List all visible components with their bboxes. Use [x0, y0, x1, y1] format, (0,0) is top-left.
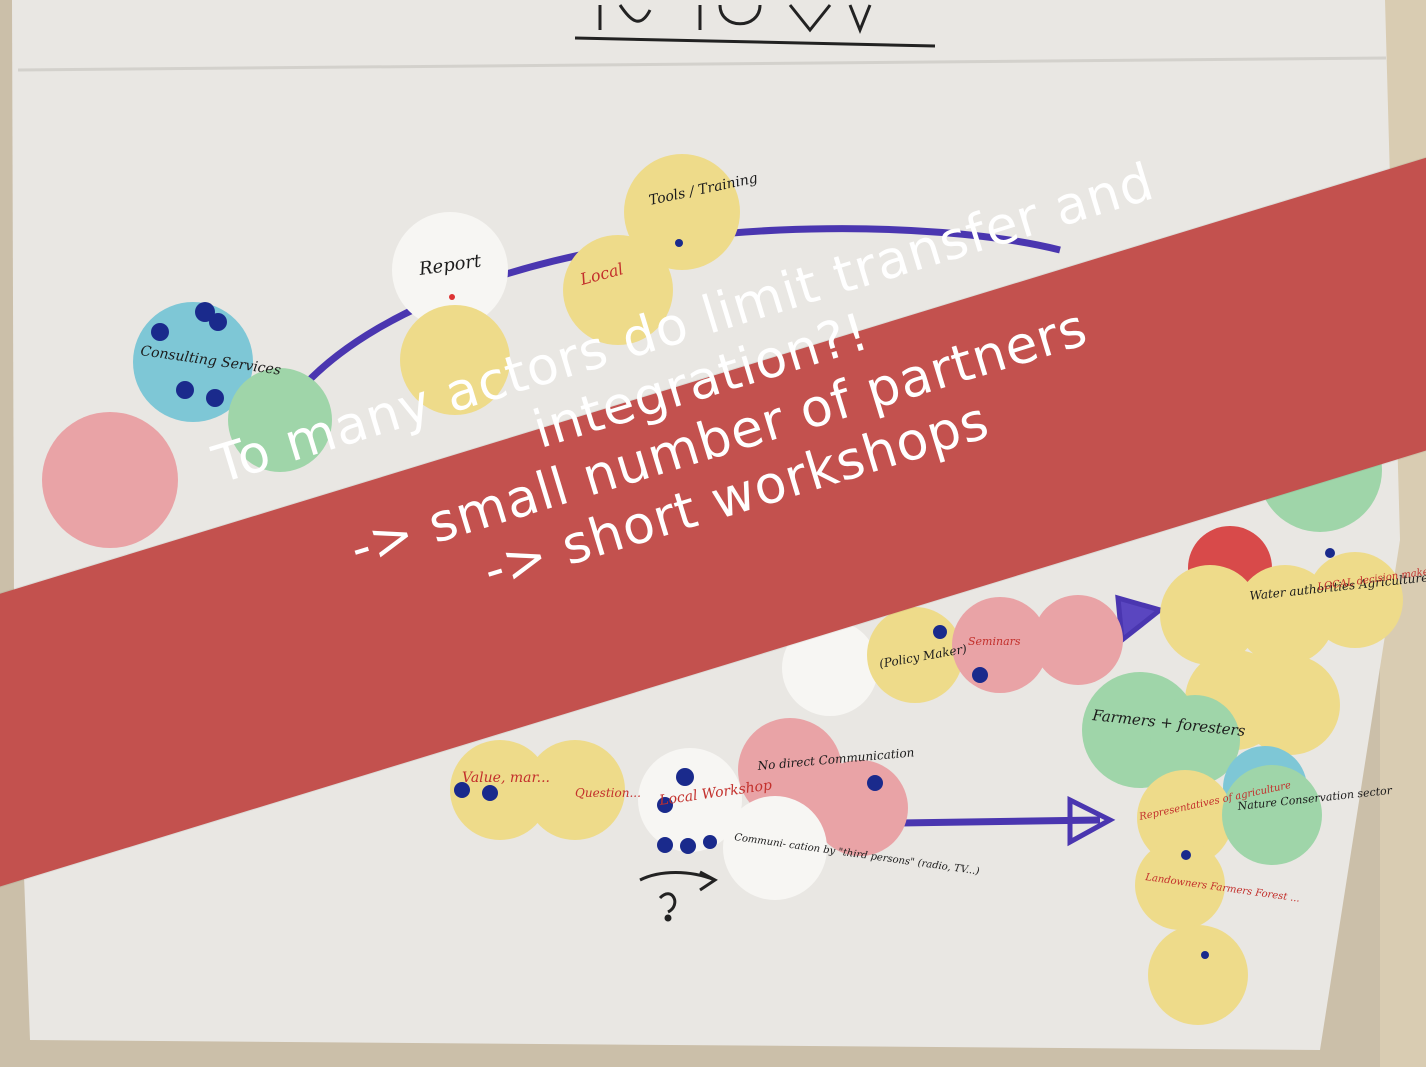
pins-middle	[933, 625, 988, 683]
pin-red	[449, 294, 455, 300]
pins-bottom	[454, 768, 883, 854]
disc-pink-bottom	[812, 760, 908, 856]
disc-re	[400, 305, 510, 415]
pin-blue-tools	[675, 239, 683, 247]
paper-fold	[17, 56, 1387, 72]
disc-communication	[723, 796, 827, 900]
disc-report	[392, 212, 508, 328]
label-value: Value, mar...	[462, 770, 550, 786]
hand-drawn-symbol	[639, 870, 718, 922]
disc-landowners	[1135, 840, 1225, 930]
disc-question	[525, 740, 625, 840]
header-scribble	[574, 4, 936, 48]
pins-right	[1181, 548, 1335, 959]
disc-yellow-right-b	[1240, 655, 1340, 755]
disc-bottom-right	[1148, 925, 1248, 1025]
disc-green-left	[228, 368, 332, 472]
disc-local	[563, 235, 673, 345]
disc-pink-left	[42, 412, 178, 548]
disc-green-right-b	[1150, 695, 1240, 785]
label-question: Question...	[575, 786, 641, 800]
disc-value	[450, 740, 550, 840]
disc-pink-middle	[1033, 595, 1123, 685]
disc-nature	[1222, 765, 1322, 865]
disc-white-middle	[782, 620, 878, 716]
disc-representatives	[1137, 770, 1233, 866]
disc-local-workshop	[638, 748, 742, 852]
lower-arrow-head	[1067, 795, 1116, 847]
disc-tools-training	[624, 154, 740, 270]
middle-arrow-head	[1115, 594, 1166, 645]
lower-arrow-line	[899, 816, 1101, 827]
label-seminars: Seminars	[968, 635, 1021, 648]
disc-local-decision	[1307, 552, 1403, 648]
disc-admin	[1160, 565, 1260, 665]
pin-cluster-consulting	[151, 302, 227, 407]
